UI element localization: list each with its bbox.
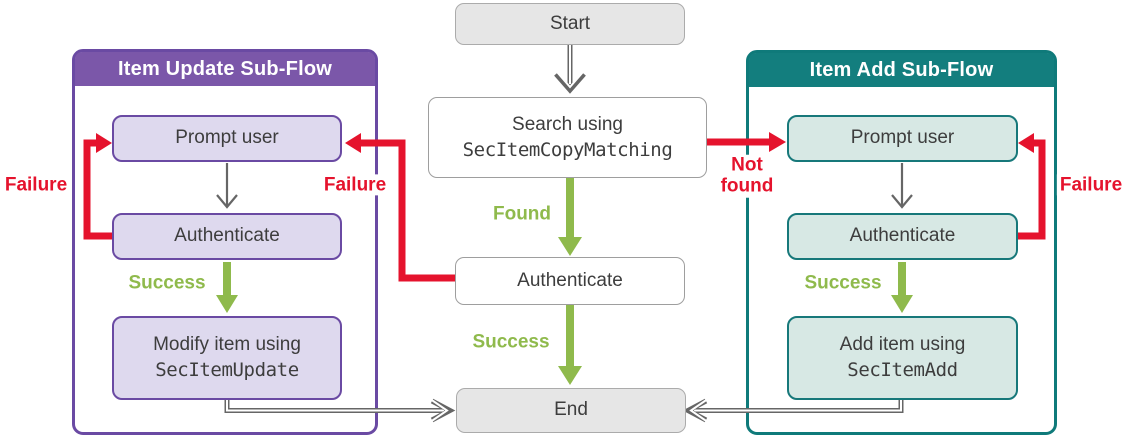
authenticate-center-label: Authenticate — [517, 269, 623, 291]
start-to-search-arrow — [554, 45, 586, 94]
add-item-label: Add item using — [839, 334, 966, 356]
search-node: Search using SecItemCopyMatching — [428, 97, 707, 178]
update-prompt-user-node: Prompt user — [112, 115, 342, 162]
modify-item-node: Modify item using SecItemUpdate — [112, 316, 342, 400]
update-prompt-user-label: Prompt user — [175, 127, 279, 149]
success-center-arrow — [558, 305, 582, 385]
modify-item-label: Modify item using — [153, 334, 301, 356]
failure-right-label: Failure — [1056, 174, 1126, 196]
add-item-node: Add item using SecItemAdd — [787, 316, 1018, 400]
item-add-subflow-title: Item Add Sub-Flow — [749, 53, 1054, 87]
add-authenticate-node: Authenticate — [787, 213, 1018, 260]
start-node: Start — [455, 3, 685, 45]
success-right-label: Success — [801, 272, 885, 294]
found-label: Found — [489, 203, 555, 225]
modify-item-code: SecItemUpdate — [155, 359, 299, 381]
add-prompt-user-node: Prompt user — [787, 115, 1018, 162]
update-authenticate-node: Authenticate — [112, 213, 342, 260]
end-node: End — [456, 388, 686, 433]
add-prompt-user-label: Prompt user — [850, 127, 955, 149]
success-left-label: Success — [125, 272, 209, 294]
not-found-label: Not found — [707, 154, 787, 198]
add-authenticate-label: Authenticate — [849, 225, 956, 247]
start-node-label: Start — [549, 12, 591, 34]
failure-left-label: Failure — [1, 174, 71, 196]
item-update-subflow-title: Item Update Sub-Flow — [75, 52, 375, 86]
search-node-code: SecItemCopyMatching — [462, 138, 673, 161]
found-arrow — [558, 178, 582, 256]
update-authenticate-label: Authenticate — [174, 225, 280, 247]
add-item-code: SecItemAdd — [847, 359, 958, 381]
end-node-label: End — [554, 399, 588, 421]
failure-center-label: Failure — [320, 174, 390, 196]
authenticate-center-node: Authenticate — [455, 257, 685, 305]
success-center-label: Success — [469, 331, 553, 353]
search-node-label: Search using — [512, 113, 623, 135]
